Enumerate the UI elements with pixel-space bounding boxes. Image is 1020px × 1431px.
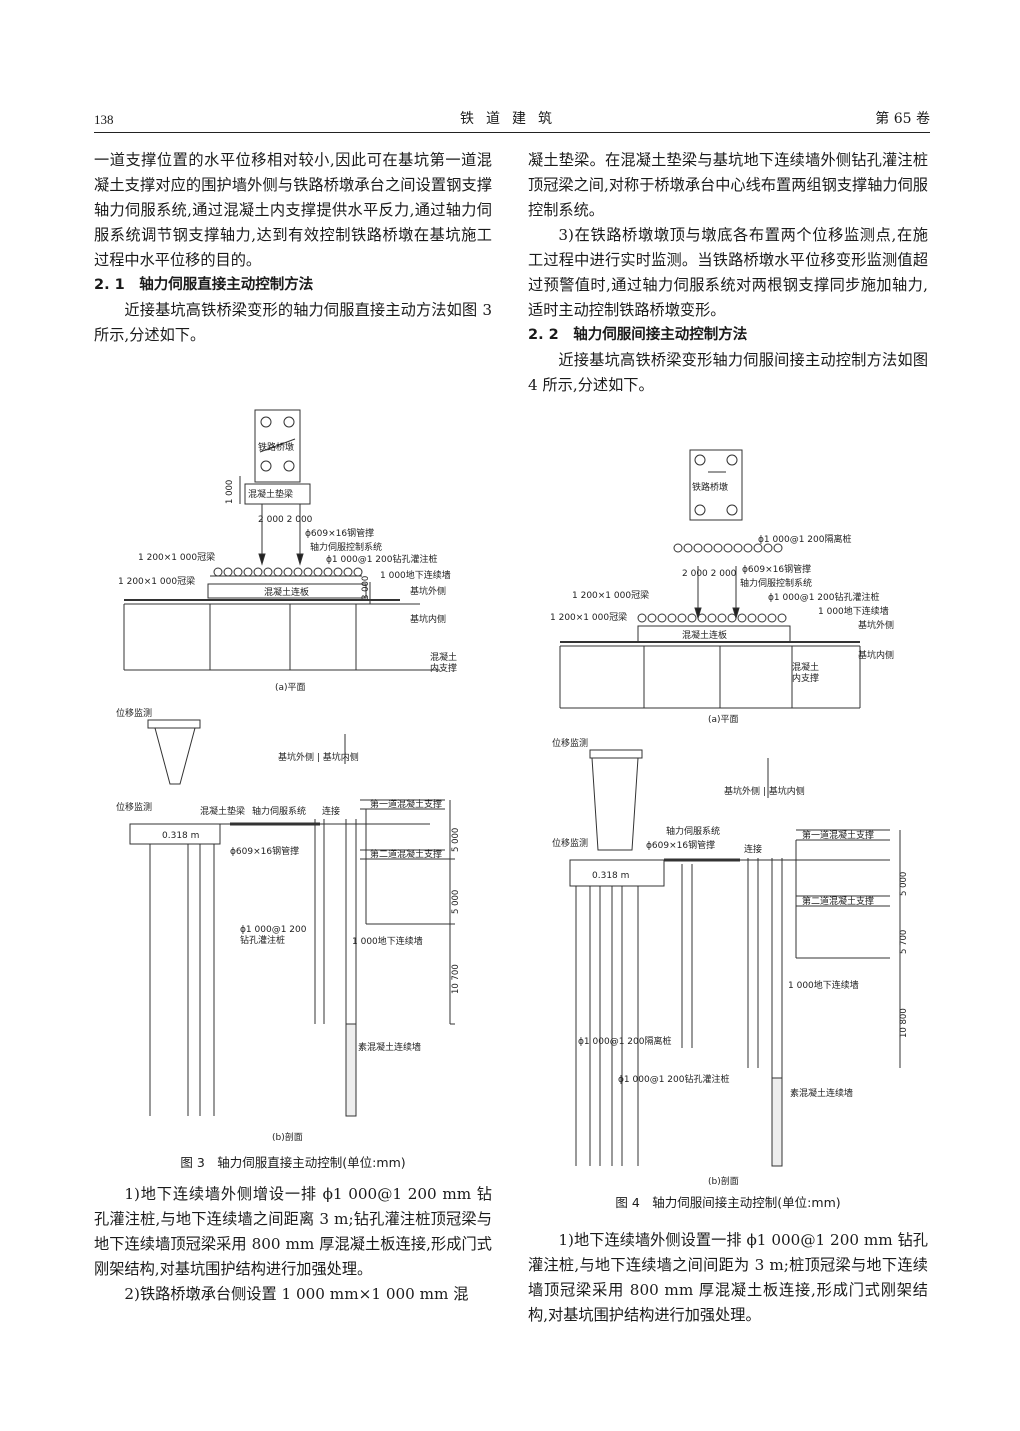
fig4-plan-inside: 基坑内侧	[858, 649, 894, 661]
right-column-bottom: 1)地下连续墙外侧设置一排 ϕ1 000@1 200 mm 钻孔灌注桩,与地下连…	[528, 1228, 928, 1328]
fig3-plan-crown-beam-1: 1 200×1 000冠梁	[138, 551, 215, 563]
fig3-sub-b: (b)剖面	[272, 1131, 303, 1142]
fig4-plan-dwall: 1 000地下连续墙	[818, 605, 889, 617]
fig3-plan-steel-pipe: ϕ609×16钢管撑	[305, 527, 374, 539]
bored-piles-row-fig4	[637, 613, 787, 623]
fig3-plan-outside: 基坑外侧	[410, 585, 446, 597]
figure-3-caption: 图 3 轴力伺服直接主动控制(单位:mm)	[180, 1155, 406, 1170]
fig3-plan-dim-1000: 1 000	[225, 480, 235, 504]
right-column-top: 凝土垫梁。在混凝土垫梁与基坑地下连续墙外侧钻孔灌注桩顶冠梁之间,对称于桥墩承台中…	[528, 148, 928, 398]
intro-paragraph: 一道支撑位置的水平位移相对较小,因此可在基坑第一道混凝土支撑对应的围护墙外侧与铁…	[94, 151, 492, 269]
fig4-sec-disp-top: 位移监测	[552, 737, 588, 749]
fig3-sec-pit-sides: 基坑外侧 | 基坑内侧	[278, 751, 359, 763]
volume-label: 第 65 卷	[875, 111, 930, 127]
fig4-sec-isolation-pile: ϕ1 000@1 200隔离桩	[578, 1035, 671, 1047]
fig4-sub-a: (a)平面	[708, 714, 739, 725]
fig3-plan-dim-3000: 3 000	[361, 576, 371, 600]
fig4-plan-dim-2000: 2 000 2 000	[682, 569, 737, 579]
fig3-plan-pier-label: 铁路桥墩	[258, 441, 294, 453]
fig3-sec-servo: 轴力伺服系统	[252, 805, 306, 817]
fig4-sec-pit-sides: 基坑外侧 | 基坑内侧	[724, 785, 805, 797]
fig3-item-1: 1)地下连续墙外侧增设一排 ϕ1 000@1 200 mm 钻孔灌注桩,与地下连…	[94, 1185, 492, 1278]
fig4-sub-b: (b)剖面	[708, 1175, 739, 1187]
fig4-plan-outside: 基坑外侧	[858, 619, 894, 631]
section-2-2-intro: 近接基坑高铁桥梁变形轴力伺服间接主动控制方法如图 4 所示,分述如下。	[528, 351, 928, 394]
fig3-sec-disp-top: 位移监测	[116, 707, 152, 719]
fig4-plan-crown-beam-2: 1 200×1 000冠梁	[550, 611, 627, 623]
isolation-piles-row	[673, 543, 783, 553]
figure-4-caption: 图 4 轴力伺服间接主动控制(单位:mm)	[615, 1195, 841, 1210]
fig4-plan-crown-beam-1: 1 200×1 000冠梁	[572, 589, 649, 601]
fig3-sec-second-support: 第二道混凝土支撑	[370, 848, 442, 860]
fig4-plan-bored-pile: ϕ1 000@1 200钻孔灌注桩	[768, 591, 879, 603]
fig3-plan-servo: 轴力伺服控制系统	[310, 541, 382, 553]
fig3-plan-dwall: 1 000地下连续墙	[380, 569, 451, 581]
figure-3-drawing: 铁路桥墩 混凝土垫梁 1 000 2 000 2 000 ϕ609×16钢管撑 …	[116, 409, 461, 1142]
fig4-sec-dim-10800: 10 800	[899, 1008, 909, 1038]
fig4-plan-servo: 轴力伺服控制系统	[740, 577, 812, 589]
fig3-plan-bored-pile: ϕ1 000@1 200钻孔灌注桩	[326, 553, 437, 565]
figure-4-drawing: 铁路桥墩 ϕ1 000@1 200隔离桩 2 000 2 000 ϕ609×16…	[550, 449, 909, 1187]
fig3-sec-first-support: 第一道混凝土支撑	[370, 798, 442, 810]
fig4-sec-connect: 连接	[744, 843, 762, 855]
fig4-sec-dim-5000: 5 000	[899, 872, 909, 896]
fig3-item-2: 2)铁路桥墩承台侧设置 1 000 mm×1 000 mm 混	[124, 1285, 469, 1303]
fig3-plan-inner-support: 混凝土内支撑	[430, 651, 457, 674]
section-2-1-intro: 近接基坑高铁桥梁变形的轴力伺服直接主动方法如图 3 所示,分述如下。	[94, 301, 492, 344]
fig4-sec-plain-wall: 素混凝土连续墙	[790, 1087, 853, 1099]
section-2-1-title: 2. 1 轴力伺服直接主动控制方法	[94, 277, 314, 293]
fig3-item-3: 3)在铁路桥墩墩顶与墩底各布置两个位移监测点,在施工过程中进行实时监测。当铁路桥…	[528, 226, 928, 319]
pier-column-section	[154, 727, 196, 785]
fig4-plan-inner-support: 混凝土内支撑	[792, 661, 819, 684]
pier-column-section-fig4	[591, 757, 639, 851]
page-number: 138	[94, 112, 114, 127]
fig3-sec-dwall: 1 000地下连续墙	[352, 935, 423, 947]
fig3-item-2-continued: 凝土垫梁。在混凝土垫梁与基坑地下连续墙外侧钻孔灌注桩顶冠梁之间,对称于桥墩承台中…	[528, 151, 928, 219]
fig3-sec-plain-wall: 素混凝土连续墙	[358, 1041, 421, 1053]
running-header: 138 铁道建筑 第 65 卷	[94, 106, 930, 133]
journal-title: 铁道建筑	[460, 111, 564, 127]
fig4-plan-steel-pipe: ϕ609×16钢管撑	[742, 563, 811, 575]
fig3-sec-connect: 连接	[322, 805, 340, 817]
fig4-sec-dwall: 1 000地下连续墙	[788, 979, 859, 991]
fig4-sec-servo: 轴力伺服系统	[666, 825, 720, 837]
fig3-sec-dim-5000a: 5 000	[451, 828, 461, 852]
fig3-sec-dim-10700: 10 700	[451, 964, 461, 994]
fig3-plan-inside: 基坑内侧	[410, 613, 446, 625]
left-column-bottom: 1)地下连续墙外侧增设一排 ϕ1 000@1 200 mm 钻孔灌注桩,与地下连…	[94, 1182, 492, 1307]
fig3-sec-dim-5000b: 5 000	[451, 890, 461, 914]
fig3-sec-steel-pipe: ϕ609×16钢管撑	[230, 845, 299, 857]
fig3-plan-crown-beam-2: 1 200×1 000冠梁	[118, 575, 195, 587]
fig3-sec-pad-beam: 混凝土垫梁	[200, 805, 245, 817]
fig3-plan-slab: 混凝土连板	[264, 586, 309, 598]
fig4-plan-slab: 混凝土连板	[682, 629, 727, 641]
fig3-sec-dim-0318: 0.318 m	[162, 831, 199, 841]
fig4-sec-steel-pipe: ϕ609×16钢管撑	[646, 839, 715, 851]
fig4-sec-first-support: 第一道混凝土支撑	[802, 829, 874, 841]
fig4-plan-pier: 铁路桥墩	[692, 481, 728, 493]
fig4-sec-dim-5700: 5 700	[899, 930, 909, 954]
fig4-sec-bored-pile: ϕ1 000@1 200钻孔灌注桩	[618, 1073, 729, 1085]
left-column-top: 一道支撑位置的水平位移相对较小,因此可在基坑第一道混凝土支撑对应的围护墙外侧与铁…	[94, 148, 492, 348]
bored-piles-row	[213, 567, 363, 577]
fig3-sec-disp-bot: 位移监测	[116, 801, 152, 813]
section-2-2-title: 2. 2 轴力伺服间接主动控制方法	[528, 327, 748, 343]
pier-outline	[254, 409, 301, 483]
fig4-plan-isolation-pile: ϕ1 000@1 200隔离桩	[758, 533, 851, 545]
fig4-sec-dim-0318: 0.318 m	[592, 871, 629, 881]
fig3-plan-pad-beam-label: 混凝土垫梁	[248, 488, 293, 500]
fig4-sec-second-support: 第二道混凝土支撑	[802, 895, 874, 907]
fig3-plan-dim-2000: 2 000 2 000	[258, 515, 313, 525]
fig4-sec-disp-bot: 位移监测	[552, 837, 588, 849]
figure-3: 铁路桥墩 混凝土垫梁 1 000 2 000 2 000 ϕ609×16钢管撑 …	[100, 404, 490, 1142]
fig4-item-1: 1)地下连续墙外侧设置一排 ϕ1 000@1 200 mm 钻孔灌注桩,与地下连…	[528, 1231, 928, 1324]
fig3-sub-a: (a)平面	[275, 682, 306, 693]
figure-4: 铁路桥墩 ϕ1 000@1 200隔离桩 2 000 2 000 ϕ609×16…	[540, 448, 920, 1188]
